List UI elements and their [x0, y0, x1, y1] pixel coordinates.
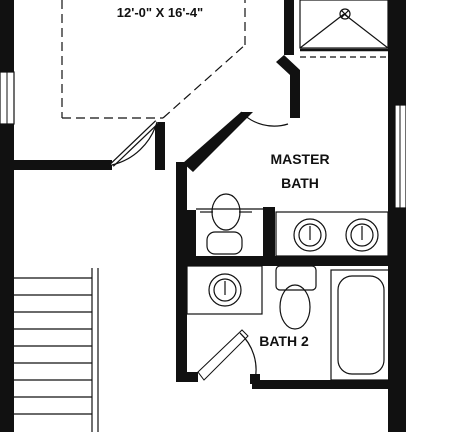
bedroom-bottom-wall — [14, 122, 165, 170]
bath-2-label: BATH 2 — [259, 333, 309, 349]
bath-2-door — [239, 332, 257, 381]
right-exterior-edge — [388, 0, 410, 432]
master-bath-label-line-2: BATH — [281, 175, 319, 191]
room-dimension-label: 12'-0" X 16'-4" — [117, 5, 203, 20]
master-toilet — [196, 193, 263, 255]
shower — [299, 0, 389, 58]
master-bath-door — [240, 111, 289, 127]
left-exterior-wall — [0, 0, 15, 432]
bath-2-vanity — [186, 265, 263, 315]
bedroom-ceiling-outline — [61, 0, 246, 119]
staircase — [14, 268, 99, 432]
master-vanity — [275, 211, 389, 257]
bath-2-toilet — [275, 265, 317, 330]
bathtub — [330, 269, 390, 381]
master-bath-label-line-1: MASTER — [270, 151, 329, 167]
master-bath-walls — [176, 0, 407, 412]
bedroom-door — [110, 120, 159, 167]
